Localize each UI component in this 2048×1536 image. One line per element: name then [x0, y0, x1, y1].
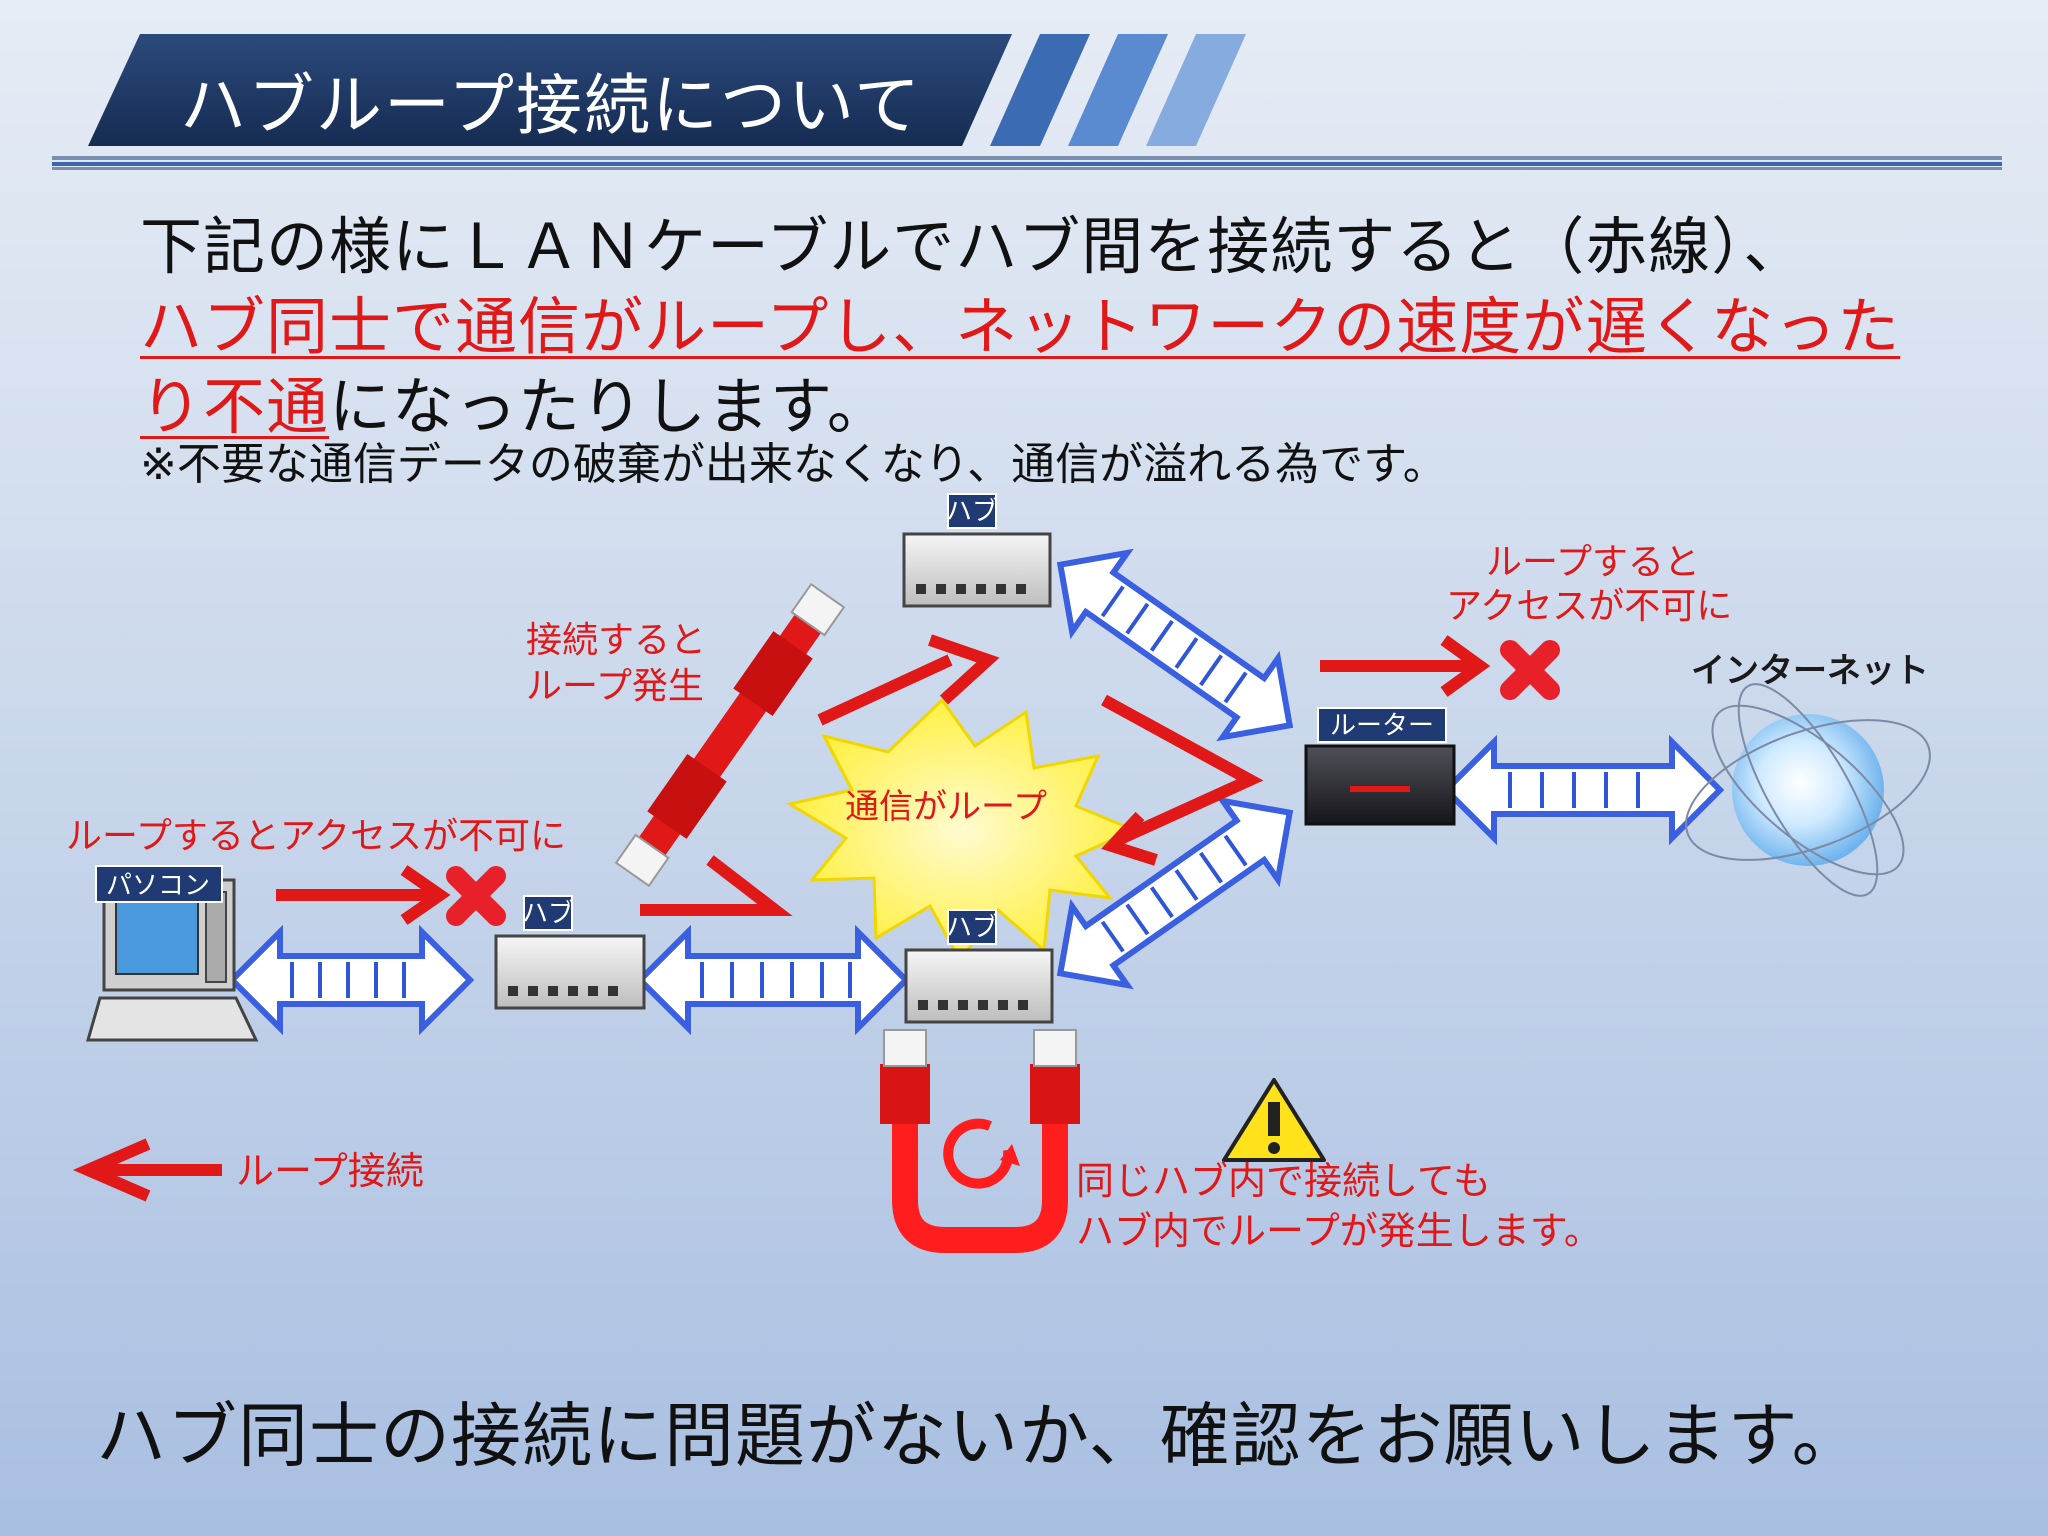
hub-label: ハブ [946, 497, 998, 527]
link-router-internet [1441, 734, 1725, 846]
intro-line-3: り不通になったりします。 [140, 356, 890, 446]
same-hub-note-line-2: ハブ内でループが発生します。 [1076, 1209, 1602, 1253]
legend-label: ループ接続 [236, 1149, 424, 1193]
hub-icon [902, 493, 1052, 608]
same-hub-loop-cable [880, 1029, 1080, 1253]
link-hub-hub [635, 924, 911, 1036]
loop-occurs-line-1: 接続すると [526, 620, 706, 661]
link-tophub-router [1056, 548, 1294, 742]
access-denied-right-line-1: ループすると [1486, 542, 1700, 583]
legend-arrow-icon [72, 1138, 222, 1202]
router-icon [1304, 707, 1456, 826]
router-label: ルーター [1330, 711, 1434, 741]
title-banner [88, 34, 1246, 146]
hub-label: ハブ [946, 913, 998, 943]
burst-label: 通信がループ [845, 787, 1047, 827]
intro-line-3-rest: になったりします。 [329, 370, 890, 443]
slide-title: ハブループ接続について [180, 67, 923, 144]
blocked-x-icon [446, 866, 506, 926]
hub-label: ハブ [522, 899, 574, 929]
title-divider [52, 156, 2002, 170]
hub-icon [904, 909, 1054, 1024]
loop-occurs-line-2: ループ発生 [526, 666, 704, 707]
warning-icon [1222, 1078, 1326, 1162]
pc-icon [86, 865, 259, 1042]
pc-label: パソコン [106, 871, 210, 901]
link-bottomhub-router [1056, 796, 1294, 990]
internet-globe-icon [1685, 683, 1931, 897]
hub-icon [494, 895, 646, 1010]
conclusion-text: ハブ同士の接続に問題がないか、確認をお願いします。 [96, 1395, 1863, 1477]
loop-arrows [276, 634, 1491, 925]
intro-line-2-text: ハブ同士で通信がループし、ネットワークの速度が遅くなった [140, 290, 1901, 363]
intro-note: ※不要な通信データの破棄が出来なくなり、通信が溢れる為です。 [140, 439, 1447, 490]
hub-loop-diagram: 通信がループ [66, 493, 1931, 1253]
lan-cable-connector-icon [614, 582, 846, 888]
link-pc-hub [227, 924, 475, 1036]
intro-line-2: ハブ同士で通信がループし、ネットワークの速度が遅くなった [140, 276, 1900, 366]
intro-line-3-red: り不通 [140, 370, 330, 443]
same-hub-note-line-1: 同じハブ内で接続しても [1076, 1159, 1491, 1203]
access-denied-left-label: ループするとアクセスが不可に [66, 816, 566, 857]
loop-burst [786, 697, 1138, 963]
blocked-x-icon [1500, 640, 1560, 700]
access-denied-right-line-2: アクセスが不可に [1446, 586, 1732, 627]
intro-line-1: 下記の様にＬＡＮケーブルでハブ間を接続すると（赤線）、 [140, 210, 1807, 283]
internet-label: インターネット [1691, 651, 1929, 691]
